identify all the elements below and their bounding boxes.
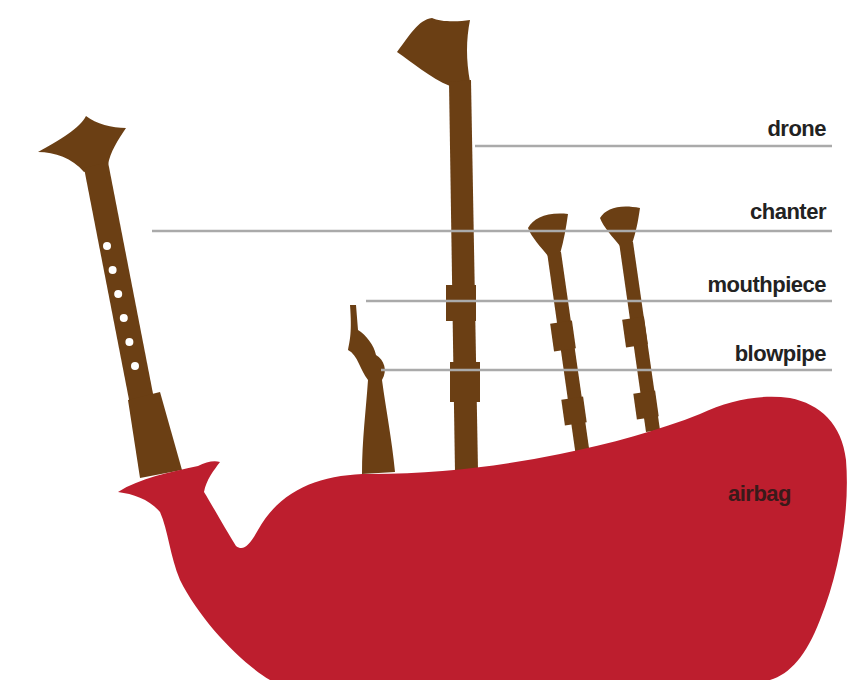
blowpipe bbox=[348, 305, 395, 474]
leader-lines bbox=[152, 146, 832, 370]
part-label: airbag bbox=[728, 483, 791, 505]
tenor-drone-bell bbox=[600, 206, 640, 246]
finger-hole bbox=[114, 290, 122, 298]
bass-drone-bell bbox=[397, 18, 470, 86]
part-label: mouthpiece bbox=[708, 274, 826, 296]
finger-hole bbox=[109, 266, 117, 274]
tenor-drone-tube bbox=[619, 242, 660, 432]
finger-hole bbox=[131, 362, 139, 370]
drone-ferrule bbox=[446, 285, 476, 321]
bass-drone-tube bbox=[449, 80, 478, 472]
finger-hole bbox=[125, 338, 133, 346]
pipes bbox=[38, 18, 660, 478]
part-label: blowpipe bbox=[735, 343, 826, 365]
leader-line bbox=[366, 300, 832, 303]
tenor-drone-bell bbox=[528, 214, 568, 256]
drone-ferrule bbox=[622, 317, 648, 348]
drone-ferrule bbox=[633, 391, 658, 420]
leader-line bbox=[152, 230, 832, 233]
airbag-shape bbox=[118, 397, 847, 680]
chanter-stock bbox=[128, 392, 182, 478]
finger-hole bbox=[120, 314, 128, 322]
leader-line bbox=[381, 369, 832, 372]
part-label: chanter bbox=[750, 201, 826, 223]
chanter-bell bbox=[38, 116, 126, 172]
leader-line bbox=[475, 145, 832, 148]
drone-ferrule bbox=[561, 397, 586, 426]
drone-ferrule bbox=[450, 362, 480, 402]
finger-hole bbox=[103, 242, 111, 250]
tenor-drone-tube bbox=[547, 252, 590, 457]
chanter-holes bbox=[103, 242, 139, 370]
part-label: drone bbox=[767, 118, 826, 140]
drone-ferrule bbox=[550, 321, 576, 352]
